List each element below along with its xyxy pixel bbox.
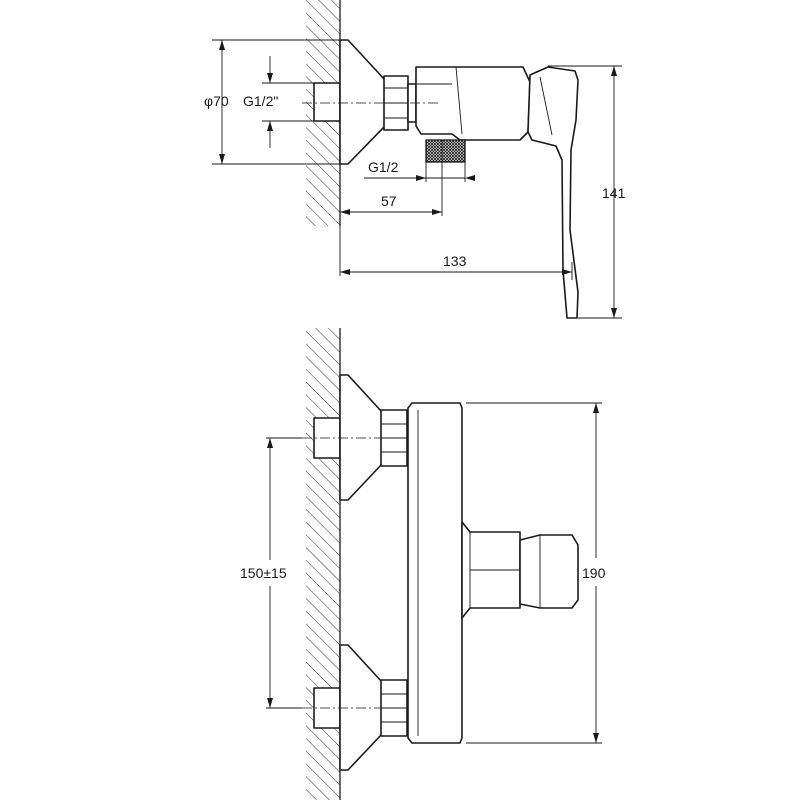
dim-outer-label: φ70 (204, 93, 229, 109)
front-view: 150±15 190 (240, 328, 606, 800)
mixer-body-front (407, 402, 463, 744)
dim-outlet-depth (340, 140, 443, 216)
wall-section-bottom (306, 328, 341, 800)
dim-inlet-thread (262, 56, 314, 148)
inlet-bottom-front (302, 644, 420, 771)
dim-body-height (466, 402, 602, 744)
side-view: φ70 G1/2" G1/2 57 133 (204, 0, 626, 319)
dim-inlet-label: G1/2" (243, 93, 278, 109)
dim-height-body-label: 190 (582, 565, 606, 581)
dim-handle-height (548, 65, 622, 319)
dim-spacing-label: 150±15 (240, 565, 287, 581)
mixer-body-side (415, 66, 531, 141)
dim-depth-total-label: 133 (443, 253, 467, 269)
inlet-pipe-side (313, 82, 341, 122)
dim-outlet-label: G1/2 (368, 159, 399, 175)
dim-inlet-spacing (266, 437, 302, 709)
dim-outer-diameter (212, 39, 342, 165)
outlet-thread-side (425, 139, 466, 163)
lever-handle-side (527, 66, 579, 319)
escutcheon-flange-side (339, 39, 386, 165)
dim-total-depth (339, 226, 573, 280)
lever-handle-front (519, 534, 579, 609)
dim-depth-outlet-label: 57 (381, 193, 397, 209)
inlet-top-front (302, 374, 420, 501)
dim-height-handle-label: 141 (602, 185, 626, 201)
cartridge-front (461, 521, 521, 619)
dim-outlet-thread (364, 162, 475, 182)
